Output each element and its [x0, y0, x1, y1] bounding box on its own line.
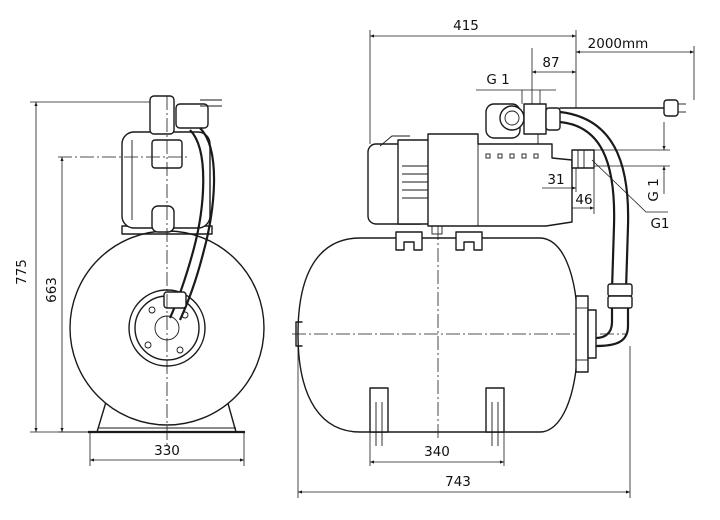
dim-g1-vertical: G 1 [594, 122, 670, 202]
dim-31-label: 31 [547, 172, 564, 188]
dim-2000mm-label: 2000mm [588, 36, 649, 52]
dim-663-label: 663 [44, 277, 60, 303]
side-hose [559, 110, 630, 291]
dim-g1-top-label: G 1 [486, 72, 509, 88]
dim-340: 340 [369, 432, 505, 466]
dim-87-label: 87 [542, 55, 559, 71]
dim-87: 87 [531, 48, 576, 104]
dim-415: 415 [369, 18, 577, 144]
dim-31: 31 [542, 168, 595, 192]
side-brackets [395, 225, 483, 251]
dim-663: 663 [44, 157, 97, 433]
dim-330-label: 330 [154, 443, 180, 459]
side-flange [575, 295, 597, 373]
side-view [292, 99, 686, 446]
front-view [58, 95, 265, 446]
side-tank [297, 237, 579, 433]
dim-340-label: 340 [424, 444, 450, 460]
side-switch [485, 103, 561, 144]
dim-g1-leader-label: G1 [650, 216, 669, 232]
side-pump [427, 133, 595, 227]
dim-g1-vertical-label: G 1 [646, 178, 662, 201]
front-bracket [121, 225, 213, 235]
dim-743-label: 743 [445, 474, 471, 490]
dim-775-label: 775 [14, 259, 30, 285]
dim-46: 46 [572, 192, 595, 214]
side-feet [369, 387, 505, 446]
side-motor [367, 135, 467, 225]
dim-330: 330 [89, 432, 245, 466]
dim-g1-top: G 1 [476, 72, 556, 104]
dim-46-label: 46 [575, 192, 592, 208]
front-switch [149, 95, 222, 135]
dim-2000mm: 2000mm [576, 36, 695, 100]
dim-415-label: 415 [453, 18, 479, 34]
power-cable [559, 99, 686, 117]
dim-743: 743 [297, 346, 631, 498]
dim-g1-leader: G1 [591, 159, 670, 232]
front-pump-body [121, 131, 211, 233]
